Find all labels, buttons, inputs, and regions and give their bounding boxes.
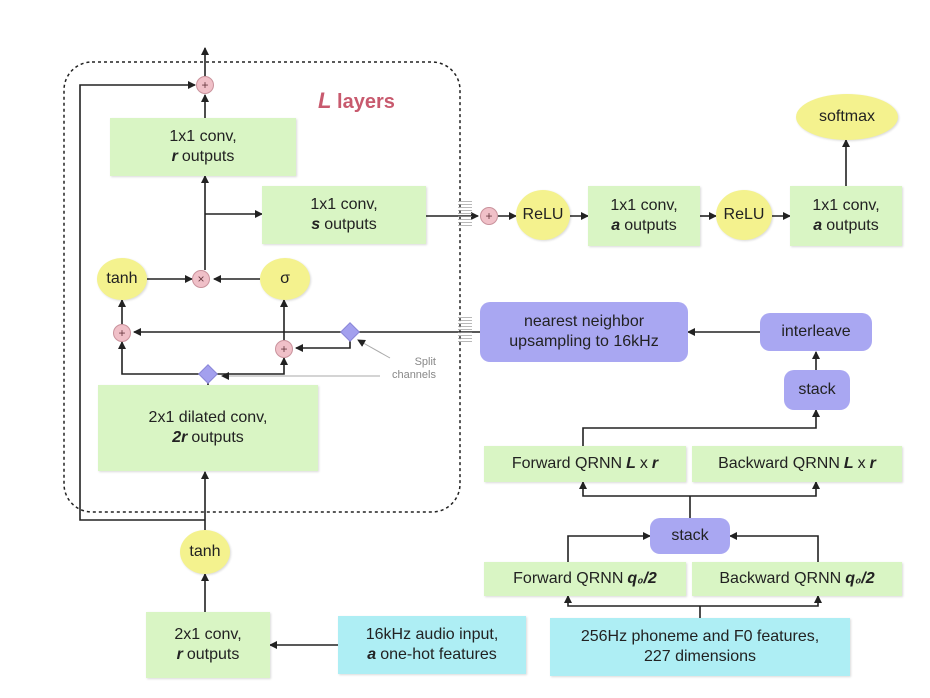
audio-line1: 16kHz audio input, xyxy=(365,626,499,643)
conv-a1-var: a xyxy=(611,217,621,234)
audio-var: a xyxy=(367,646,377,663)
bwd-bot-text: Backward QRNN xyxy=(719,570,842,587)
times-sign: × xyxy=(197,272,205,286)
bwd-top-var: L xyxy=(843,455,854,472)
conv-a1-line1: 1x1 conv, xyxy=(610,197,678,214)
skip-sum-op: + xyxy=(480,207,498,225)
plus-sign: + xyxy=(201,78,209,92)
fwd-bot-text: Forward QRNN xyxy=(513,570,624,587)
conv-s-rest: outputs xyxy=(324,216,377,233)
softmax-label: softmax xyxy=(818,108,875,125)
tanh-gate-label: tanh xyxy=(106,270,138,287)
bwd-bot-var: q₀/2 xyxy=(845,570,875,587)
layers-var: L xyxy=(318,88,332,113)
audio-rest: one-hot features xyxy=(380,646,497,663)
layers-text: layers xyxy=(337,91,395,113)
bwd-top-var2: r xyxy=(869,455,876,472)
fwd-top-x: x xyxy=(639,455,648,472)
bwd-top-text: Backward QRNN xyxy=(718,455,840,472)
conv-r-rest: outputs xyxy=(181,148,235,165)
layers-title: L layers xyxy=(318,88,395,114)
sigma-label: σ xyxy=(280,270,290,287)
plus-sign: + xyxy=(280,342,288,356)
tanh-gate: tanh xyxy=(97,258,147,300)
fwd-top-var: L xyxy=(626,455,636,472)
cond-add-right-op: + xyxy=(275,340,293,358)
fwd-top-var2: r xyxy=(651,455,659,472)
upsampling-box: nearest neighbor upsampling to 16kHz xyxy=(480,302,688,362)
conv-a2-rest: outputs xyxy=(826,217,879,234)
relu-2: ReLU xyxy=(716,190,772,240)
conv-in-line1: 2x1 conv, xyxy=(174,626,242,643)
fwd-bot-var: q₀/2 xyxy=(627,570,657,587)
conv-s-var: s xyxy=(311,216,321,233)
split-channels-note: Split channels xyxy=(376,356,436,382)
gate-multiply-op: × xyxy=(192,270,210,288)
stack-top-box: stack xyxy=(784,370,850,410)
cond-add-left-op: + xyxy=(113,324,131,342)
interleave-box: interleave xyxy=(760,313,872,351)
conv-in-var: r xyxy=(176,646,183,663)
conv-r-var: r xyxy=(171,148,178,165)
fwd-top-text: Forward QRNN xyxy=(511,455,623,472)
sigmoid-gate: σ xyxy=(260,258,310,300)
tanh-input: tanh xyxy=(180,530,230,574)
softmax-node: softmax xyxy=(796,94,898,140)
split-note-line1: Split xyxy=(414,356,436,368)
conv-in-rest: outputs xyxy=(186,646,240,663)
stack-mid-label: stack xyxy=(671,527,709,544)
conv-a1-rest: outputs xyxy=(624,217,677,234)
relu-1-label: ReLU xyxy=(522,206,564,223)
interleave-label: interleave xyxy=(781,323,851,340)
phoneme-line1: 256Hz phoneme and F0 features, xyxy=(580,628,820,645)
residual-add-op: + xyxy=(196,76,214,94)
cond-stack-hatch xyxy=(458,316,472,342)
dilated-line1: 2x1 dilated conv, xyxy=(148,409,268,426)
plus-sign: + xyxy=(485,209,493,223)
relu-2-label: ReLU xyxy=(723,206,765,223)
skip-stack-hatch xyxy=(458,200,472,226)
conv-a2-var: a xyxy=(813,217,823,234)
tanh-input-label: tanh xyxy=(189,543,221,560)
split-note-line2: channels xyxy=(391,369,436,381)
conv-s-line1: 1x1 conv, xyxy=(310,196,378,213)
nn-line2: upsampling to 16kHz xyxy=(509,333,659,350)
bwd-top-x: x xyxy=(857,455,866,472)
stack-top-label: stack xyxy=(798,381,836,398)
phoneme-line2: 227 dimensions xyxy=(643,648,757,665)
plus-sign: + xyxy=(118,326,126,340)
conv-r-line1: 1x1 conv, xyxy=(169,128,237,145)
dilated-rest: outputs xyxy=(191,429,244,446)
phoneme-features-box: 256Hz phoneme and F0 features, 227 dimen… xyxy=(550,618,850,676)
stack-mid-box: stack xyxy=(650,518,730,554)
dilated-var: 2r xyxy=(172,429,188,446)
relu-1: ReLU xyxy=(516,190,570,240)
conv-a2-line1: 1x1 conv, xyxy=(812,197,880,214)
nn-line1: nearest neighbor xyxy=(523,313,645,330)
